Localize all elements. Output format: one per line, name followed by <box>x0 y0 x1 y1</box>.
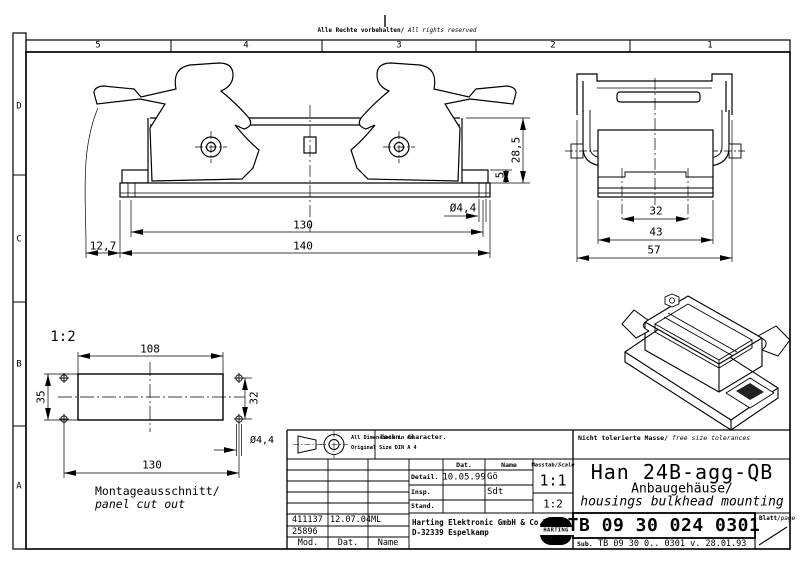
page-label-en: page <box>780 515 796 522</box>
dim-140: 140 <box>293 239 313 253</box>
row-stand-label: Stand. <box>411 502 435 510</box>
header-dat: Dat. <box>456 460 472 469</box>
footer-dat: Dat. <box>337 537 359 548</box>
footer-name: Name <box>377 537 399 548</box>
row-insp-label: Insp. <box>411 488 431 496</box>
isometric-view <box>621 293 791 431</box>
scale-alt: 1:2 <box>543 497 563 511</box>
rev-mod-1: 411137 <box>292 515 323 525</box>
side-view <box>565 73 745 222</box>
copyright-de: Alle Rechte vorbehalten/ <box>317 27 405 34</box>
tolerance-note: Nicht tolerierte Masse/ free size tolera… <box>578 435 750 442</box>
cutout-view <box>58 362 245 432</box>
rev-dat-1: 12.07.04 <box>330 515 371 525</box>
sub-value: TB 09 30 0.. 0301 v. 28.01.93 <box>598 539 747 549</box>
dim-32-cutout: 32 <box>247 391 261 405</box>
scale-label-en: Scale <box>557 462 575 469</box>
dim-43: 43 <box>649 225 663 239</box>
copyright-en: All rights reserved <box>407 27 477 34</box>
tech-character-label: Techn. Character. <box>380 433 447 441</box>
copyright-note: Alle Rechte vorbehalten/ All rights rese… <box>318 28 477 34</box>
cutout-caption-de: Montageausschnitt/ <box>95 484 220 498</box>
side-view-dimensions <box>576 120 733 262</box>
part-desc-en: housings bulkhead mounting <box>580 494 784 510</box>
drawing-number: TB 09 30 024 0301 <box>567 515 761 536</box>
grid-col-1: 1 <box>707 40 713 51</box>
grid-col-2: 2 <box>550 40 556 51</box>
dim-35: 35 <box>34 390 48 404</box>
page-label-de: Blatt/ <box>759 515 781 522</box>
grid-row-d: D <box>16 101 22 112</box>
sheet-frame <box>12 15 791 550</box>
dim-108: 108 <box>140 342 160 356</box>
cutout-scale: 1:2 <box>50 329 76 345</box>
front-view <box>93 62 517 232</box>
company-line-2: D-32339 Espelkamp <box>412 528 489 537</box>
grid-col-4: 4 <box>243 40 249 51</box>
dim-dia44-front: Ø4,4 <box>449 201 477 215</box>
dim-57: 57 <box>647 243 661 257</box>
rev-name-1: ML <box>371 515 382 525</box>
harting-logo: HARTING <box>543 527 569 534</box>
scale-label-de: Masstab/ <box>531 462 558 469</box>
grid-row-a: A <box>16 481 22 492</box>
rev-mod-2: 25896 <box>292 527 318 537</box>
title-block-lines <box>286 429 790 549</box>
cutout-view-dimensions <box>44 352 252 478</box>
grid-col-3: 3 <box>396 40 402 51</box>
front-view-dimensions <box>84 107 530 258</box>
cutout-caption-en: panel cut out <box>95 497 186 511</box>
part-desc-de: Anbaugehäuse/ <box>631 481 733 497</box>
part-name: Han 24B-agg-QB <box>590 460 774 484</box>
sub-label: Sub. <box>577 540 593 548</box>
header-name: Name <box>501 460 517 469</box>
grid-col-5: 5 <box>95 40 101 51</box>
grid-row-b: B <box>16 359 22 370</box>
grid-row-c: C <box>16 234 22 245</box>
tolerance-de: Nicht tolerierte Masse/ <box>578 434 669 442</box>
dim-12-7: 12,7 <box>89 239 117 253</box>
dim-5: 5 <box>493 171 507 179</box>
dim-130-front: 130 <box>293 218 313 232</box>
page-label: Blatt/page <box>759 516 795 522</box>
dim-note-2: Original Size DIN A 4 <box>351 445 417 451</box>
scale-label: Masstab/Scale <box>531 463 574 469</box>
company-line-1: Harting Elektronic GmbH & Co.Kg <box>412 518 552 527</box>
tolerance-en: free size tolerances <box>671 434 751 442</box>
scale-main: 1:1 <box>539 471 567 490</box>
footer-mod: Mod. <box>297 537 319 548</box>
dim-dia44-cutout: Ø4,4 <box>249 435 275 446</box>
dim-note-1: All Dimensions in mm <box>351 435 414 441</box>
dim-28-5: 28,5 <box>509 136 523 164</box>
dim-32-side: 32 <box>649 204 663 218</box>
insp-name: Sdt <box>487 487 504 497</box>
row-detail-label: Detail. <box>411 473 439 481</box>
detail-name: Gö <box>487 472 498 482</box>
dim-130-cutout: 130 <box>142 458 162 472</box>
detail-date: 10.05.99 <box>442 472 486 483</box>
